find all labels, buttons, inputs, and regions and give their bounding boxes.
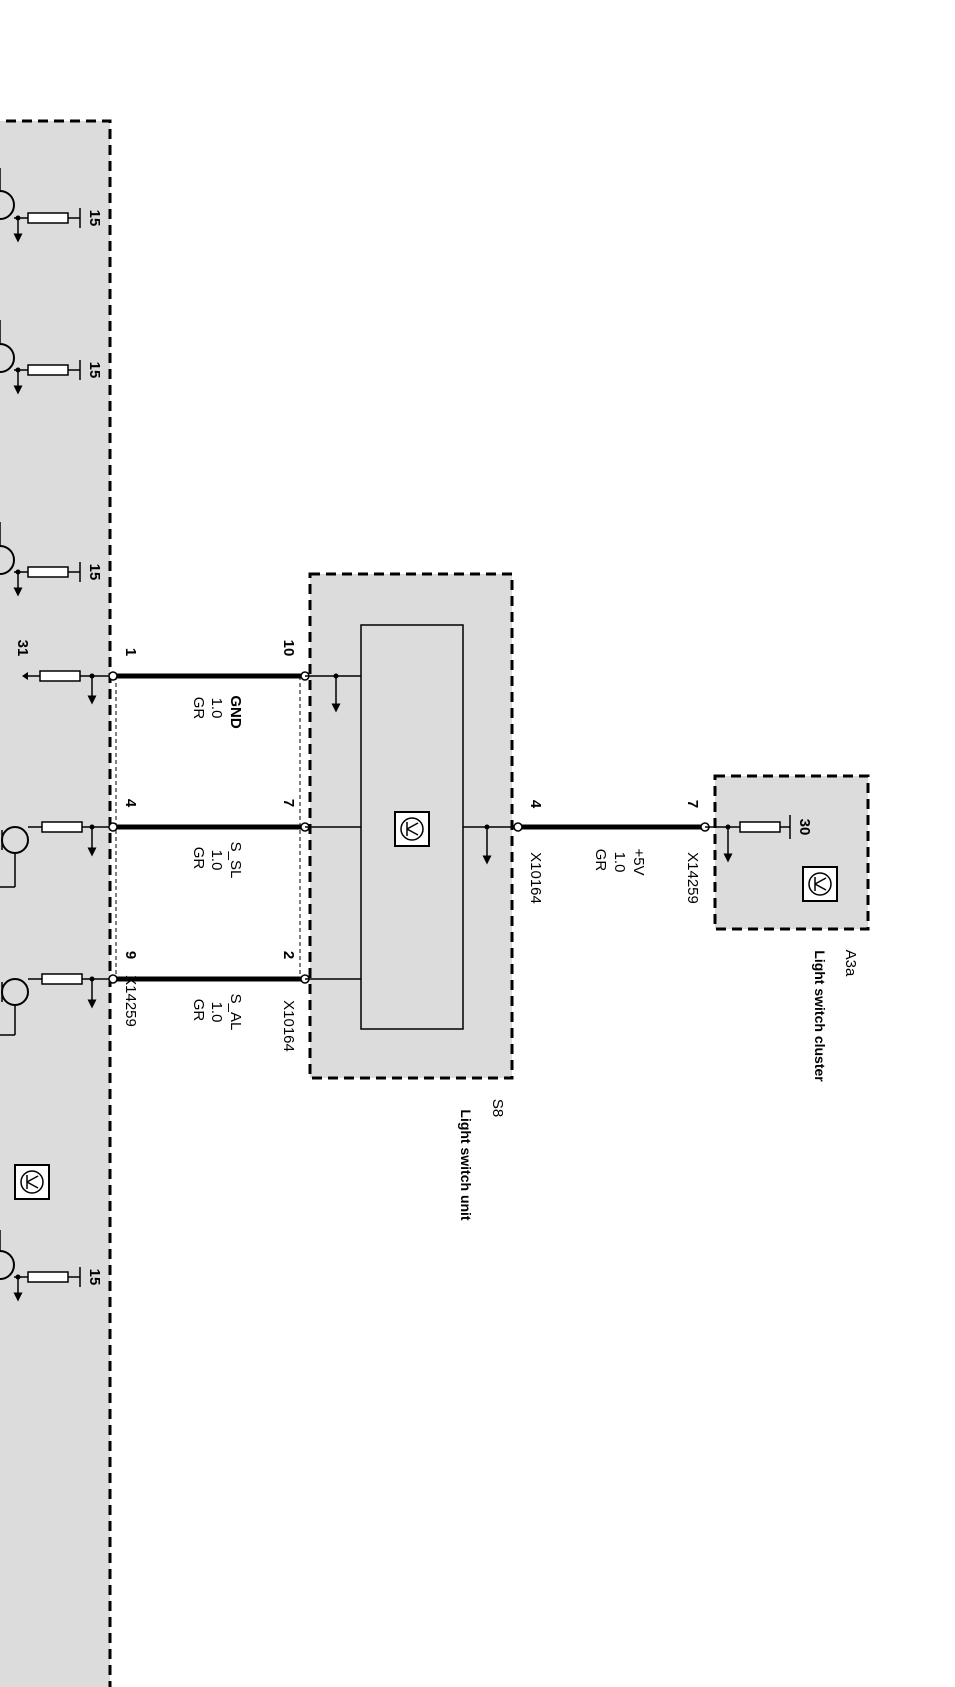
wire-plus5v-group: +5V 1.0 GR (513, 822, 710, 876)
terminal-15-branch-1 (0, 168, 81, 243)
s8-id: S8 (489, 1099, 506, 1117)
s8-pin-plus5v: 4 (527, 800, 544, 809)
pin-label-gnd-left: 1 (122, 648, 139, 656)
connector-label-left: X14259 (122, 975, 139, 1027)
wire-label-gnd: GND 1.0 GR (190, 695, 244, 729)
terminal-15-branch-3 (0, 522, 81, 597)
wire-s-sl-signal: S_SL (227, 842, 244, 879)
terminal-15-label-1: 15 (86, 210, 103, 227)
a3a-id: A3a (842, 950, 859, 977)
wire-gnd-size: 1.0 (208, 698, 225, 719)
pin-label-s-al-left: 9 (122, 951, 139, 959)
pin-label-s-sl-left: 4 (122, 799, 139, 808)
left-control-module: 15 15 15 15 31 1 4 9 X14259 (0, 119, 139, 1687)
light-switch-cluster-a3a: 30 7 X14259 A3a Light switch cluster (684, 774, 870, 1082)
wire-plus5v-color: GR (592, 849, 609, 872)
terminal-15-branch-4 (0, 1230, 81, 1302)
terminal-15-branch-2 (0, 320, 81, 395)
a3a-connector: X14259 (684, 852, 701, 904)
electronic-module-symbol (14, 1164, 50, 1200)
wire-s-al-signal: S_AL (227, 994, 244, 1031)
wire-s-al-color: GR (190, 999, 207, 1022)
s-sl-input-stage (0, 821, 112, 888)
wire-plus5v-signal: +5V (630, 848, 647, 875)
a3a-pin: 7 (684, 800, 701, 808)
light-switch-unit-s8: 10 7 2 X10164 4 X10164 S8 Light switch u… (280, 572, 544, 1221)
wire-s-al-size: 1.0 (208, 1002, 225, 1023)
terminal-15-label-4: 15 (86, 1269, 103, 1286)
wire-gnd-color: GR (190, 697, 207, 720)
wire-label-s-al: S_AL 1.0 GR (190, 994, 244, 1031)
s8-name: Light switch unit (458, 1109, 474, 1221)
wire-s-sl-color: GR (190, 847, 207, 870)
terminal-15-label-2: 15 (86, 362, 103, 379)
a3a-terminal-30: 30 (796, 819, 813, 836)
harness-wires: GND 1.0 GR S_SL 1.0 GR S_AL 1.0 GR (108, 671, 310, 1031)
wire-s-sl-size: 1.0 (208, 850, 225, 871)
terminal-31-label: 31 (14, 640, 31, 657)
wire-label-s-sl: S_SL 1.0 GR (190, 842, 244, 879)
s8-connector-bottom: X10164 (280, 1000, 297, 1052)
a3a-name: Light switch cluster (812, 950, 828, 1082)
terminal-31-branch (22, 670, 112, 705)
terminal-15-label-3: 15 (86, 564, 103, 581)
s8-connector-right: X10164 (527, 852, 544, 904)
s8-electronic-symbol (394, 811, 430, 847)
s-al-input-stage (0, 973, 112, 1036)
s8-pin-s-sl: 7 (280, 799, 297, 807)
wire-gnd-signal: GND (227, 695, 244, 729)
a3a-electronic-symbol (802, 866, 838, 902)
wire-plus5v-size: 1.0 (611, 852, 628, 873)
s8-pin-s-al: 2 (280, 951, 297, 959)
s8-pin-gnd: 10 (280, 640, 297, 657)
